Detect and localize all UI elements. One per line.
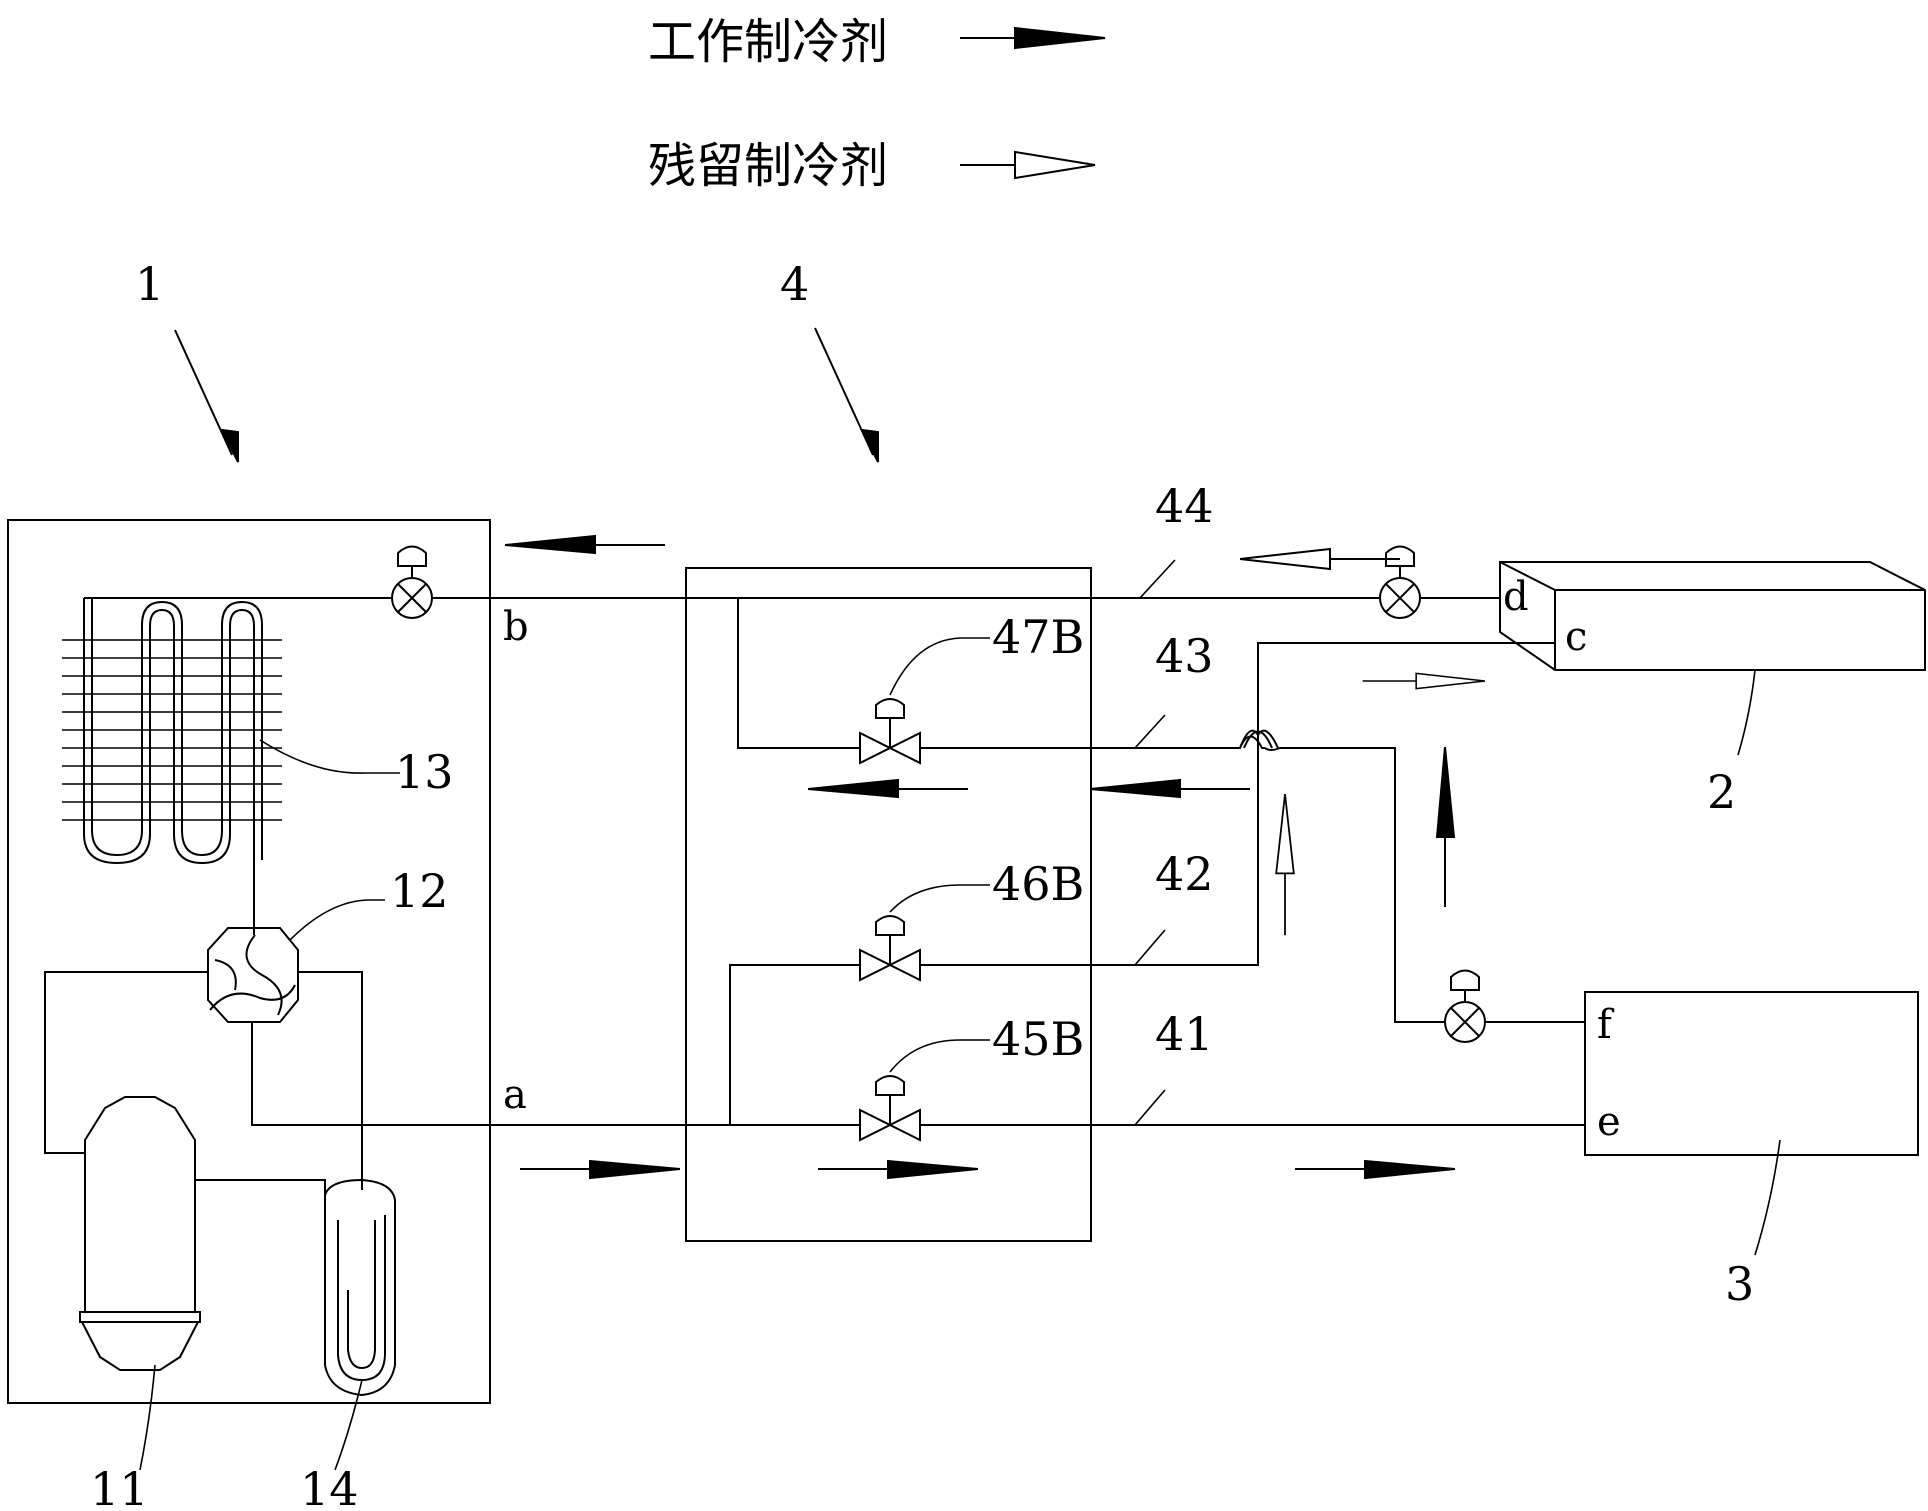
accumulator-14 (324, 1178, 396, 1397)
flow-arrow-working-43-icon (1090, 779, 1251, 798)
leader-46B (889, 884, 990, 913)
leader-12 (289, 899, 385, 941)
port-d: d (1503, 574, 1529, 620)
label-47B: 47B (992, 610, 1084, 664)
legend-residual-label: 残留制冷剂 (648, 138, 888, 194)
valve-45B-icon (859, 1075, 921, 1142)
port-a: a (503, 1072, 527, 1118)
outdoor-unit-1: 1 13 (7, 257, 529, 1511)
leader-3 (1754, 1139, 1781, 1256)
leader-45B (889, 1039, 990, 1073)
label-11: 11 (90, 1462, 149, 1511)
flow-arrow-working-return-icon (505, 535, 666, 554)
leader-13 (259, 739, 400, 774)
port-e: e (1597, 1099, 1621, 1145)
flow-arrow-working-a-icon (519, 1160, 680, 1179)
pipe-network: 44 43 42 41 (490, 479, 1585, 1126)
flow-arrow-residual-44-icon (1240, 548, 1401, 570)
legend: 工作制冷剂 残留制冷剂 (648, 14, 1106, 194)
unit-4-pointer-icon (814, 327, 879, 463)
label-44: 44 (1155, 479, 1214, 533)
leader-14 (334, 1379, 363, 1471)
label-12: 12 (390, 864, 449, 918)
heat-exchanger-13 (62, 597, 282, 935)
legend-working-arrow-icon (960, 26, 1106, 50)
port-c: c (1565, 614, 1587, 660)
label-43: 43 (1155, 629, 1214, 683)
indoor-unit-2: d c 2 (1499, 561, 1926, 819)
label-13: 13 (395, 745, 454, 799)
valve-47B-icon (859, 698, 921, 765)
compressor-11 (79, 1096, 201, 1371)
label-4: 4 (780, 257, 809, 311)
valve-46B-icon (859, 915, 921, 982)
flow-arrow-working-41-icon (1294, 1160, 1455, 1179)
expansion-valve-unit-1-icon (391, 545, 433, 619)
expansion-valve-f-icon (1444, 969, 1486, 1043)
flow-arrow-working-up-icon (1436, 747, 1455, 908)
flow-arrow-working-43-internal-icon (808, 779, 969, 798)
switching-module-4: 4 47B 46B 45B (685, 257, 1092, 1242)
label-42: 42 (1155, 847, 1214, 901)
port-b: b (503, 604, 529, 650)
leader-2 (1737, 669, 1756, 756)
label-2: 2 (1707, 765, 1736, 819)
unit-1-pointer-icon (174, 329, 239, 463)
label-3: 3 (1725, 1257, 1754, 1311)
unit-3-frame (1584, 991, 1919, 1156)
label-46B: 46B (992, 857, 1084, 911)
leader-11 (139, 1364, 156, 1471)
legend-residual-arrow-icon (960, 150, 1096, 180)
leader-47B (889, 637, 990, 696)
indoor-unit-3: f e 3 (1584, 991, 1919, 1311)
unit-1-frame (7, 519, 491, 1404)
unit-4-frame (685, 567, 1092, 1242)
four-way-valve-12 (207, 927, 299, 1023)
flow-arrow-working-41-internal-icon (817, 1160, 978, 1179)
label-14: 14 (300, 1462, 359, 1511)
flow-arrow-residual-up-icon (1275, 794, 1295, 937)
flow-arrow-residual-c-icon (1361, 672, 1485, 690)
port-f: f (1597, 1002, 1615, 1048)
legend-working-label: 工作制冷剂 (648, 14, 888, 70)
label-41: 41 (1155, 1007, 1214, 1061)
label-1: 1 (135, 257, 164, 311)
label-45B: 45B (992, 1012, 1084, 1066)
expansion-valve-44-icon (1379, 545, 1421, 619)
